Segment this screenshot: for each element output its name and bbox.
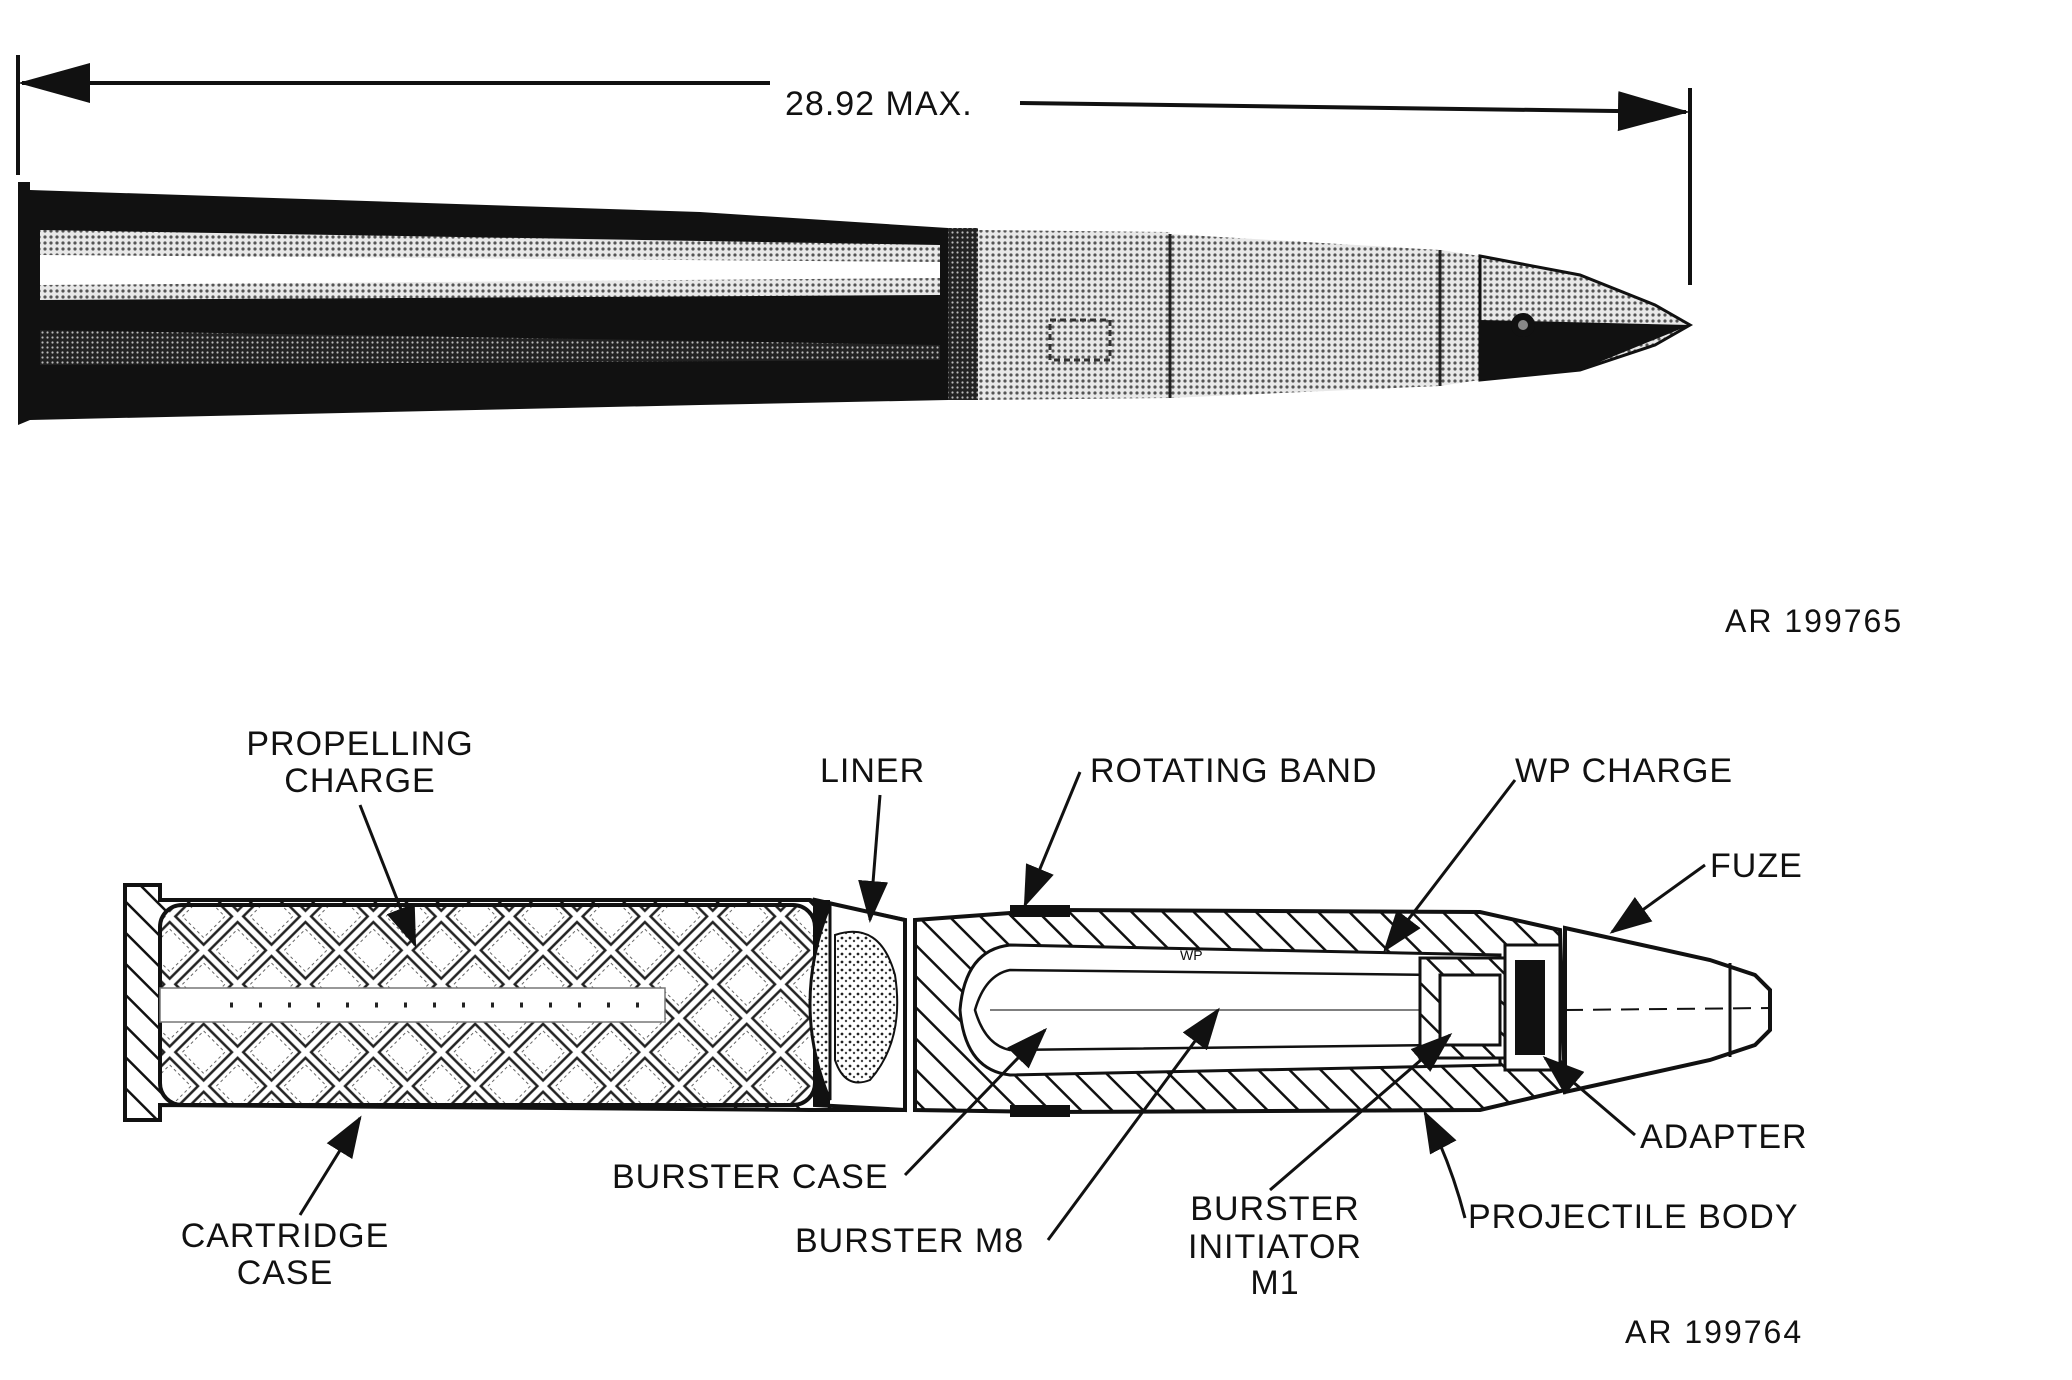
label-adapter-text: ADAPTER [1640,1118,1808,1156]
section-cartridge-case [123,883,907,1122]
length-dimension: 28.92 MAX. [16,55,1692,285]
label-burster-m8-text: BURSTER M8 [795,1222,1024,1260]
label-cartridge-case: CARTRIDGE CASE [181,1115,390,1292]
section-adapter [1418,943,1562,1072]
exterior-view: 28.92 MAX. AR 199765 [16,55,1903,639]
figure-id-top: AR 199765 [1725,603,1903,639]
label-wp-charge: WP CHARGE [1383,752,1733,953]
label-burster-initiator-line1: BURSTER [1190,1190,1359,1228]
label-burster-initiator-line2: INITIATOR [1188,1228,1362,1266]
exterior-cartridge-case [18,182,948,425]
exterior-projectile [948,228,1694,400]
label-rotating-band-text: ROTATING BAND [1090,752,1378,790]
label-burster-m8: BURSTER M8 [795,1007,1220,1260]
figure-id-bottom: AR 199764 [1625,1314,1803,1350]
label-burster-case-text: BURSTER CASE [612,1158,889,1196]
label-propelling-charge-line2: CHARGE [284,762,435,800]
label-fuze-text: FUZE [1710,847,1803,885]
label-liner-text: LINER [820,752,925,790]
length-dimension-label: 28.92 MAX. [785,85,973,123]
label-cartridge-case-line2: CASE [237,1254,334,1292]
svg-text:WP: WP [1180,947,1203,963]
section-fuze [1563,925,1772,1095]
label-liner: LINER [820,752,925,923]
label-fuze: FUZE [1609,847,1803,934]
label-propelling-charge-line1: PROPELLING [246,725,473,763]
sectional-view: WP PROPELLING CHARGE LINER [123,725,1808,1350]
label-burster-case: BURSTER CASE [612,1027,1048,1196]
label-burster-initiator-line3: M1 [1250,1264,1299,1302]
label-rotating-band: ROTATING BAND [1023,752,1378,908]
label-cartridge-case-line1: CARTRIDGE [181,1217,390,1255]
label-propelling-charge: PROPELLING CHARGE [246,725,473,948]
label-wp-charge-text: WP CHARGE [1515,752,1733,790]
label-projectile-body: PROJECTILE BODY [1423,1110,1799,1236]
label-projectile-body-text: PROJECTILE BODY [1468,1198,1799,1236]
label-burster-initiator: BURSTER INITIATOR M1 [1188,1033,1453,1302]
label-adapter: ADAPTER [1542,1056,1808,1156]
